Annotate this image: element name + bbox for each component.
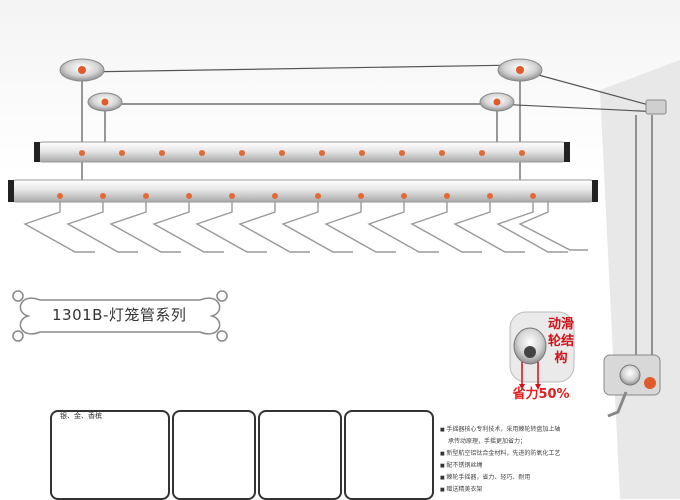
feature-item: 棘轮手摇器，省力、轻巧、耐用 bbox=[440, 472, 640, 484]
feature-list: 手摇器核心专利技术，采用棘轮转盘加上轴 承传动原理，手摇更加省力； 新型航空铝钛… bbox=[440, 424, 640, 496]
hangers bbox=[23, 202, 588, 253]
thumb-ceiling-pulley bbox=[172, 410, 256, 500]
thumb-tube-profiles bbox=[50, 410, 170, 500]
ceiling-pulleys bbox=[59, 58, 667, 115]
pulley-structure-label: 动滑轮结构 bbox=[548, 317, 575, 366]
thumb-winder bbox=[258, 410, 342, 500]
feature-item: 新型航空铝钛合金材料，先进的防氧化工艺 bbox=[440, 448, 640, 460]
thumb-bracket bbox=[344, 410, 434, 500]
feature-item: 手摇器核心专利技术，采用棘轮转盘加上轴 bbox=[440, 424, 640, 436]
effort-saving-label: 省力50% bbox=[512, 387, 570, 402]
front-rod bbox=[8, 179, 598, 203]
back-rod bbox=[34, 141, 570, 163]
feature-item: 配不锈钢丝绳 bbox=[440, 460, 640, 472]
color-options-label: 银、金、香槟 bbox=[60, 412, 102, 420]
pulley-badge-icon bbox=[509, 311, 575, 390]
feature-item: 赠送精美衣架 bbox=[440, 484, 640, 496]
feature-item: 承传动原理，手摇更加省力； bbox=[448, 438, 527, 445]
rod-holes bbox=[57, 150, 536, 199]
title-ornament bbox=[12, 290, 228, 342]
product-title: 1301B-灯笼管系列 bbox=[52, 306, 187, 324]
cables bbox=[81, 64, 661, 355]
winder-device bbox=[603, 354, 661, 418]
